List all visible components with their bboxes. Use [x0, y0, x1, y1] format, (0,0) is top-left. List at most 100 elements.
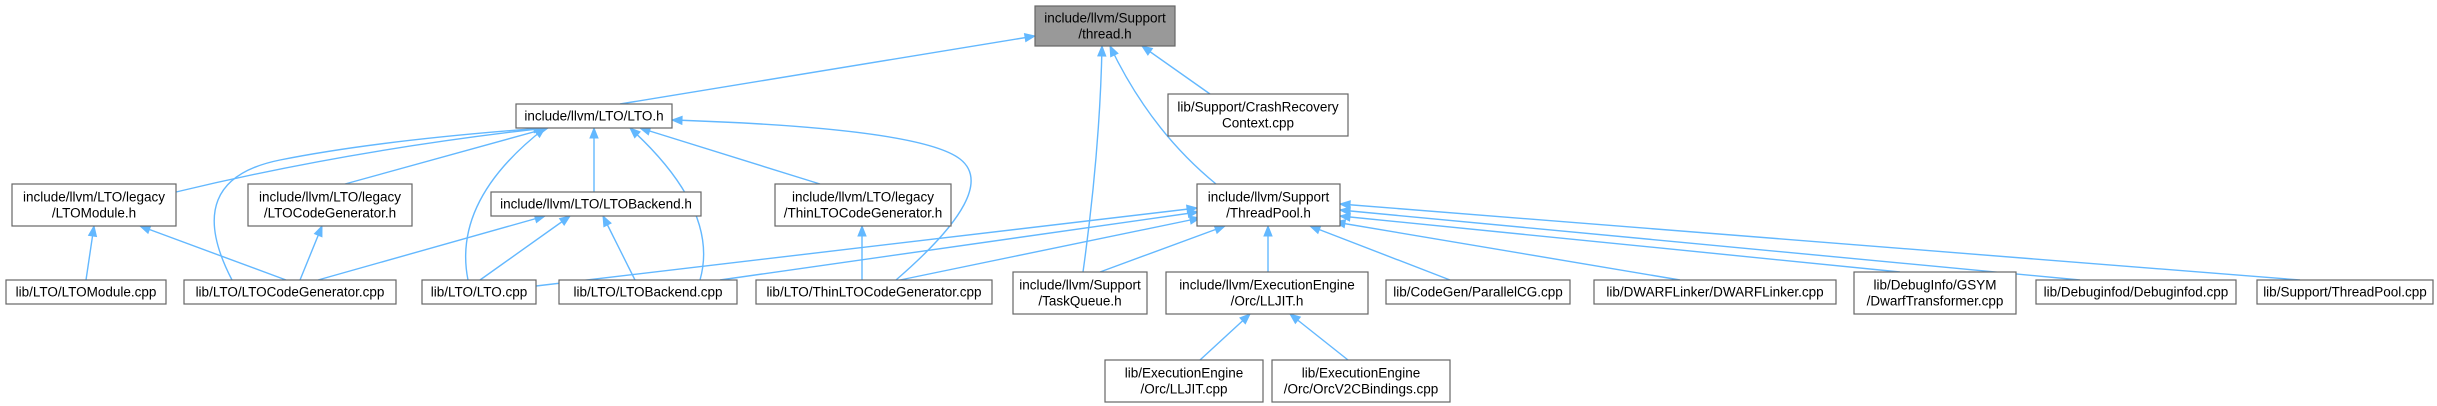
edge-line	[1141, 45, 1211, 95]
arrowhead-icon	[558, 215, 572, 226]
node-box[interactable]	[1271, 359, 1451, 403]
node-box[interactable]	[2256, 279, 2434, 305]
graph-node[interactable]: lib/LTO/ThinLTOCodeGenerator.cpp	[755, 279, 993, 305]
edge-n19-n7	[1338, 200, 2301, 281]
focus-node-box[interactable]	[1034, 5, 1176, 47]
node-box[interactable]	[5, 279, 167, 305]
node-box[interactable]	[247, 183, 413, 227]
arrowhead-icon	[1338, 212, 1351, 222]
edge-line	[1309, 225, 1451, 281]
node-box[interactable]	[11, 183, 177, 227]
arrowhead-icon	[87, 224, 98, 238]
edge-line	[1339, 215, 1901, 273]
arrowhead-icon	[1140, 45, 1154, 56]
node-box[interactable]	[1104, 359, 1264, 403]
node-box[interactable]	[1167, 93, 1349, 137]
edge-line	[1199, 313, 1251, 361]
graph-node[interactable]: include/llvm/LTO/legacy/ThinLTOCodeGener…	[774, 183, 952, 227]
graph-node[interactable]: include/llvm/LTO/LTOBackend.h	[490, 191, 702, 217]
graph-node[interactable]: lib/LTO/LTOModule.cpp	[5, 279, 167, 305]
node-box[interactable]	[1165, 271, 1369, 315]
node-box[interactable]	[1853, 271, 2017, 315]
graph-node[interactable]: include/llvm/LTO/LTO.h	[515, 103, 673, 129]
arrowhead-icon	[670, 115, 683, 126]
graph-node[interactable]: lib/LTO/LTOCodeGenerator.cpp	[183, 279, 397, 305]
graph-node[interactable]: include/llvm/Support/TaskQueue.h	[1012, 271, 1148, 315]
node-label-line: Context.cpp	[1222, 116, 1294, 131]
graph-node[interactable]: include/llvm/LTO/legacy/LTOModule.h	[11, 183, 177, 227]
node-label-line: /Orc/LLJIT.cpp	[1140, 382, 1227, 397]
edge-n11-n5	[602, 214, 636, 281]
edge-line	[1099, 225, 1226, 273]
graph-node[interactable]: include/llvm/Support/thread.h	[1034, 5, 1176, 47]
node-box[interactable]	[1593, 279, 1837, 305]
edge-n16-n7	[1333, 219, 1681, 281]
graph-node[interactable]: lib/DebugInfo/GSYM/DwarfTransformer.cpp	[1853, 271, 2017, 315]
arrowhead-icon	[138, 225, 152, 235]
node-box[interactable]	[1012, 271, 1148, 315]
node-label-line: include/llvm/LTO/legacy	[792, 190, 934, 205]
node-box[interactable]	[774, 183, 952, 227]
node-box[interactable]	[1196, 183, 1341, 227]
arrowhead-icon	[589, 126, 599, 139]
edge-n9-n3	[138, 225, 287, 281]
node-box[interactable]	[515, 103, 673, 129]
edge-line	[1339, 209, 2081, 281]
node-box[interactable]	[558, 279, 738, 305]
arrowhead-icon	[629, 127, 641, 139]
arrowhead-icon	[1308, 225, 1322, 235]
node-label-line: lib/Support/CrashRecovery	[1177, 100, 1339, 115]
edge-line	[899, 217, 1201, 281]
graph-node[interactable]: include/llvm/ExecutionEngine/Orc/LLJIT.h	[1165, 271, 1369, 315]
graph-node[interactable]: lib/CodeGen/ParallelCG.cpp	[1385, 279, 1571, 305]
node-label-line: include/llvm/LTO/LTO.h	[524, 109, 663, 124]
graph-node[interactable]: lib/Support/ThreadPool.cpp	[2256, 279, 2434, 305]
node-box[interactable]	[2035, 279, 2237, 305]
edge-n1-n0	[619, 33, 1037, 105]
edge-n10-n5	[479, 215, 572, 281]
edge-line	[1339, 203, 2301, 281]
node-label-line: /ThreadPool.h	[1226, 206, 1311, 221]
node-label-line: /LTOCodeGenerator.h	[264, 206, 396, 221]
edge-line	[317, 215, 546, 281]
node-box[interactable]	[755, 279, 993, 305]
edge-line	[1334, 221, 1681, 281]
graph-node[interactable]: include/llvm/LTO/legacy/LTOCodeGenerator…	[247, 183, 413, 227]
edge-n10-n1	[464, 127, 547, 281]
graph-node[interactable]: lib/Debuginfod/Debuginfod.cpp	[2035, 279, 2237, 305]
arrowhead-icon	[1097, 44, 1107, 57]
edge-line	[464, 127, 546, 281]
node-label-line: /ThinLTOCodeGenerator.h	[784, 206, 943, 221]
node-box[interactable]	[490, 191, 702, 217]
graph-node[interactable]: lib/ExecutionEngine/Orc/LLJIT.cpp	[1104, 359, 1264, 403]
graph-node[interactable]: lib/LTO/LTOBackend.cpp	[558, 279, 738, 305]
graph-node[interactable]: include/llvm/Support/ThreadPool.h	[1196, 183, 1341, 227]
edge-line	[479, 215, 571, 281]
node-label-line: lib/ExecutionEngine	[1125, 366, 1244, 381]
edge-n13-n7	[1099, 225, 1227, 273]
arrowhead-icon	[1263, 224, 1273, 237]
node-layer: include/llvm/Support/thread.h include/llv…	[5, 5, 2434, 403]
arrowhead-icon	[1023, 33, 1037, 43]
node-box[interactable]	[1385, 279, 1571, 305]
edge-line	[175, 127, 547, 193]
graph-node[interactable]: lib/LTO/LTO.cpp	[421, 279, 537, 305]
graph-node[interactable]: lib/DWARFLinker/DWARFLinker.cpp	[1593, 279, 1837, 305]
edge-n9-n4	[299, 224, 323, 281]
arrowhead-icon	[1338, 206, 1351, 216]
node-label-line: include/llvm/Support	[1019, 278, 1141, 293]
node-label-line: include/llvm/Support	[1208, 190, 1330, 205]
node-label-line: lib/Debuginfod/Debuginfod.cpp	[2044, 285, 2229, 300]
node-label-line: /Orc/OrcV2CBindings.cpp	[1284, 382, 1439, 397]
node-label-line: lib/ExecutionEngine	[1302, 366, 1421, 381]
edge-n18-n7	[1338, 206, 2081, 281]
edge-line	[1109, 45, 1217, 185]
node-label-line: /DwarfTransformer.cpp	[1867, 294, 2004, 309]
graph-node[interactable]: lib/ExecutionEngine/Orc/OrcV2CBindings.c…	[1271, 359, 1451, 403]
node-box[interactable]	[421, 279, 537, 305]
node-box[interactable]	[183, 279, 397, 305]
node-label-line: lib/LTO/ThinLTOCodeGenerator.cpp	[766, 285, 981, 300]
edge-n7-n0	[1109, 44, 1217, 185]
edge-n12-n6	[857, 224, 867, 280]
